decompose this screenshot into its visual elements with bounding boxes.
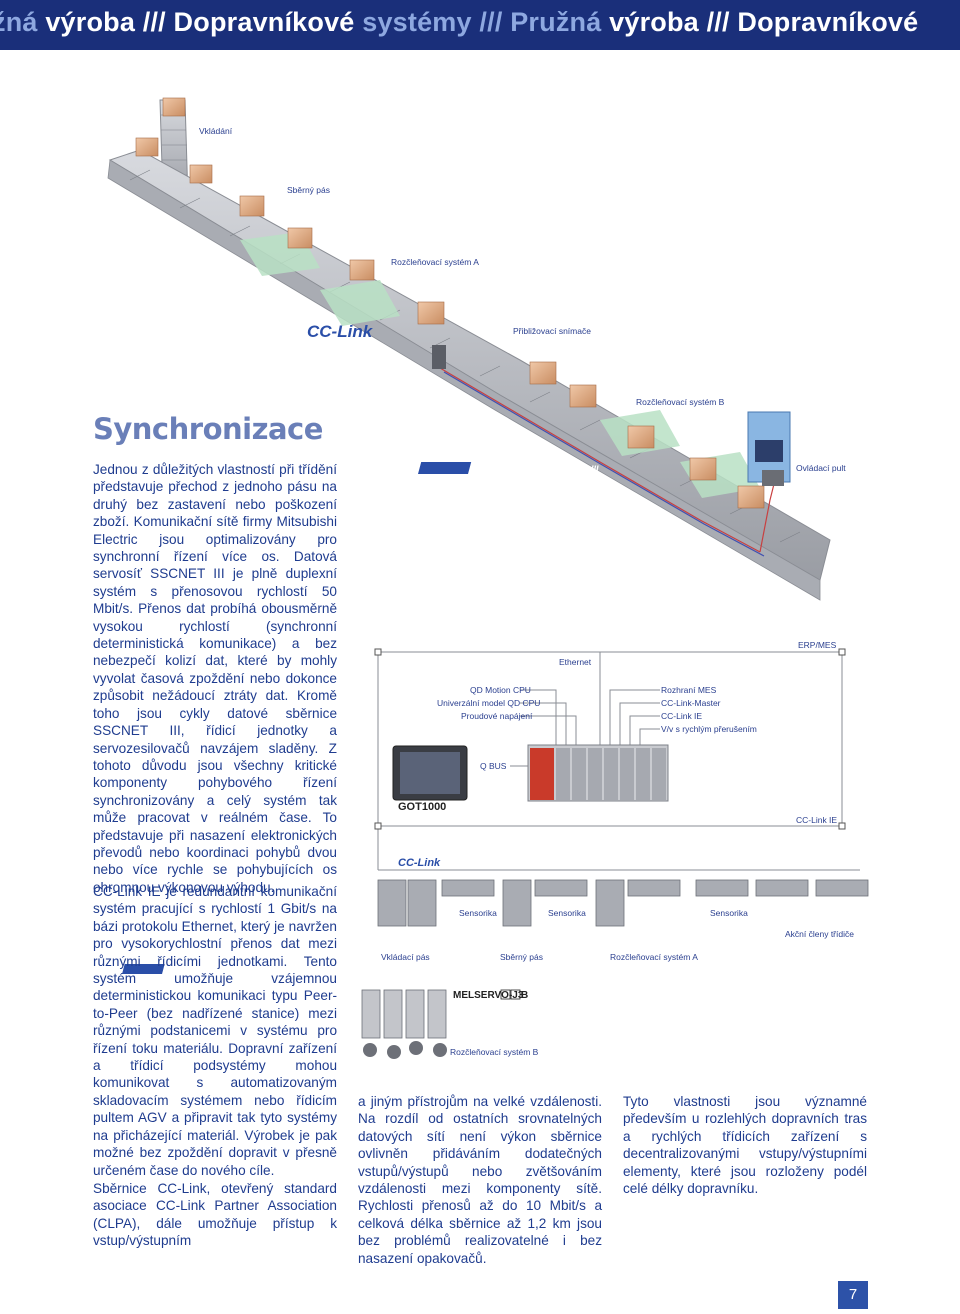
- conveyor-cables: [439, 367, 776, 557]
- servo-motors: [363, 1041, 447, 1059]
- header-banner: žná výroba /// Dopravníkové systémy /// …: [0, 0, 960, 50]
- label-vv-rychlym: V/v s rychlým přerušením: [661, 724, 757, 734]
- control-panel: [747, 411, 791, 486]
- cclink-logo: CC-Link: [307, 322, 374, 341]
- label-sensorika-2: Sensorika: [548, 908, 586, 918]
- melservo-box: [500, 989, 511, 1000]
- sscnet-logo-small-bg: [122, 964, 165, 974]
- cclink-logo-small: CC-Link: [398, 857, 441, 869]
- label-erp-mes: ERP/MES: [798, 640, 837, 650]
- label-sensorika-3: Sensorika: [710, 908, 748, 918]
- banner-title: žná výroba /// Dopravníkové systémy /// …: [0, 4, 918, 40]
- plc-rack: [527, 744, 669, 802]
- melservo-box: [510, 989, 521, 1000]
- article-heading: Synchronizace: [93, 412, 323, 446]
- article-column-2: a jiným přístrojům na velké vzdálenosti.…: [358, 1094, 602, 1266]
- banner-segment: žná: [0, 7, 38, 37]
- banner-segment: systémy /// Pružná: [362, 7, 610, 37]
- sorting-section-a2: [320, 280, 400, 326]
- label-ethernet: Ethernet: [559, 657, 592, 667]
- label-priblizovaci: Přibližovací snímače: [513, 326, 591, 336]
- label-ovladaci-pult: Ovládací pult: [796, 463, 846, 473]
- label-sensorika-1: Sensorika: [459, 908, 497, 918]
- banner-segment: výroba /// Dopravníkové: [45, 7, 363, 37]
- conveyor-illustration: CC-Link SSCNET III: [107, 97, 831, 601]
- conveyor-boxes: [135, 97, 765, 509]
- got-panel: [392, 745, 468, 801]
- got-logo: GOT1000: [398, 801, 446, 813]
- label-q-bus: Q BUS: [480, 761, 507, 771]
- melservo-logo: MELSERVO-J3: [453, 990, 524, 1001]
- label-sberny-pas-2: Sběrný pás: [500, 952, 543, 962]
- io-modules: [377, 879, 869, 927]
- article-column-1-paragraph-1: Jednou z důležitých vlastností při třídě…: [93, 462, 337, 895]
- label-vkladaci-pas: Vkládací pás: [381, 952, 430, 962]
- article-column-1-paragraph-2: CC-Link IE je redundantní komunikační sy…: [93, 884, 337, 1178]
- page-number: 7: [838, 1281, 868, 1309]
- label-rozclenovaci-b: Rozčleňovací systém B: [636, 397, 725, 407]
- label-cclink-ie-bottom: CC-Link IE: [796, 815, 838, 825]
- melservo-suffix: B: [521, 990, 528, 1001]
- label-rozclenovaci-a: Rozčleňovací systém A: [391, 257, 479, 267]
- label-qd-motion: QD Motion CPU: [470, 685, 531, 695]
- label-rozclenovaci-a-2: Rozčleňovací systém A: [610, 952, 698, 962]
- label-proudove: Proudové napájení: [461, 711, 533, 721]
- label-cclink-master: CC-Link-Master: [661, 698, 721, 708]
- label-akcni-cleny: Akční členy třídiče: [785, 929, 854, 939]
- proximity-sensor: [432, 345, 446, 369]
- label-univerzalni: Univerzální model QD CPU: [437, 698, 541, 708]
- article-column-3: Tyto vlastnosti jsou významné především …: [623, 1094, 867, 1197]
- main-conveyor: [107, 149, 831, 601]
- sscnet-logo: SSCNET III: [552, 464, 599, 474]
- article-column-1-paragraph-3: Sběrnice CC-Link, otevřený standard asoc…: [93, 1181, 337, 1249]
- label-sberny-pas: Sběrný pás: [287, 185, 330, 195]
- banner-segment: výroba /// Dopravníkové: [609, 7, 919, 37]
- sscnet-logo-bg: [417, 462, 472, 474]
- servo-amplifiers: [361, 989, 447, 1039]
- label-rozhrani-mes: Rozhraní MES: [661, 685, 717, 695]
- label-rozclenovaci-b-2: Rozčleňovací systém B: [450, 1047, 539, 1057]
- sscnet-logo-small: SSCNET III: [392, 967, 429, 974]
- label-vkladani: Vkládání: [199, 126, 233, 136]
- label-cclink-ie: CC-Link IE: [661, 711, 703, 721]
